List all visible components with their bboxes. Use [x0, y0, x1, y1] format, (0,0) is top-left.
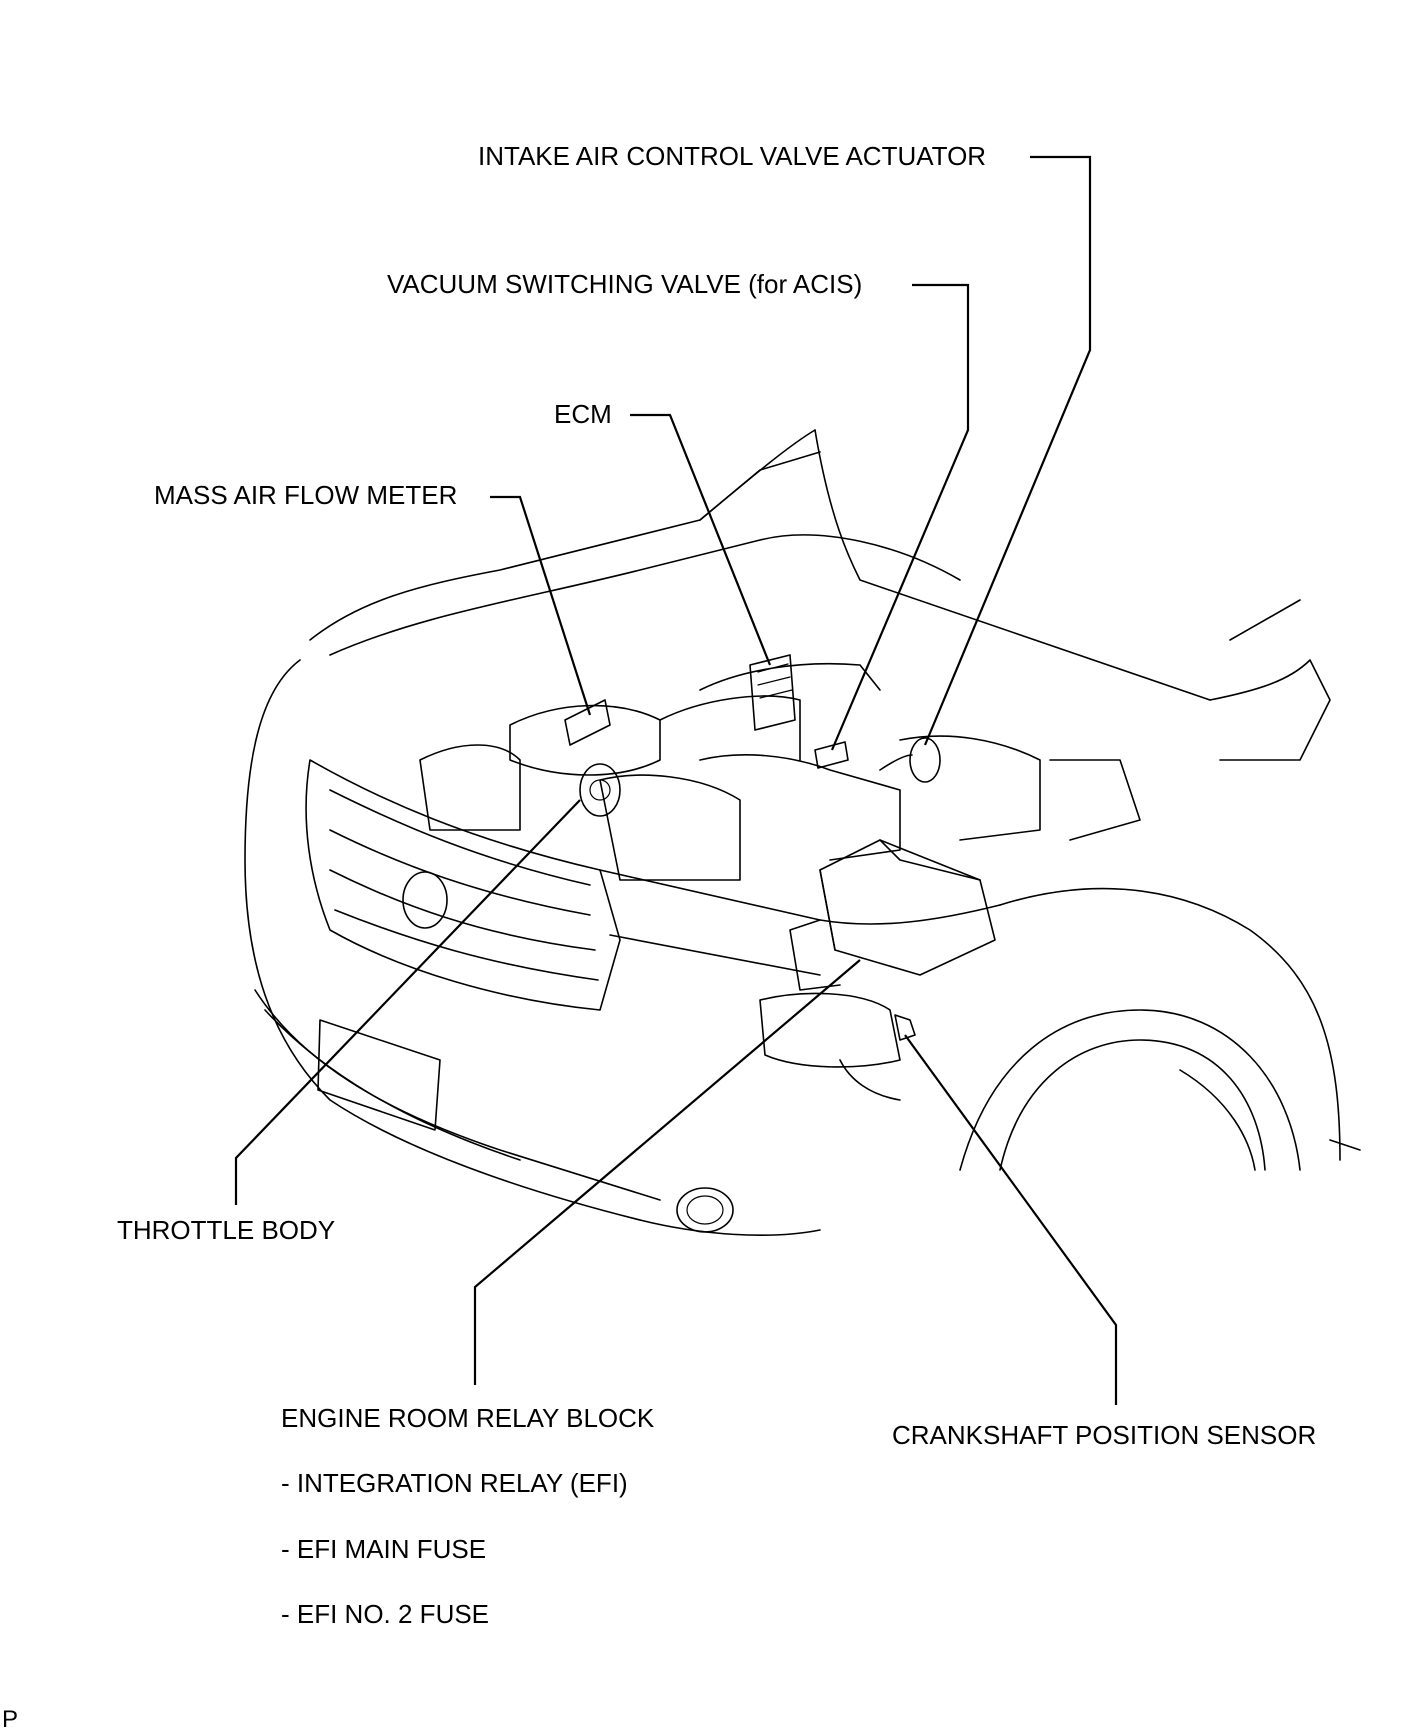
leader-intake-air-control-valve-actuator — [923, 155, 1092, 746]
leader-mass-air-flow-meter — [490, 495, 592, 716]
leader-engine-room-relay-block — [473, 959, 861, 1385]
vehicle-body-outline — [244, 429, 1361, 1237]
label-efi-no2-fuse: - EFI NO. 2 FUSE — [281, 1599, 490, 1629]
leader-lines — [234, 155, 1118, 1405]
label-ecm: ECM — [554, 399, 612, 429]
leader-vacuum-switching-valve — [830, 283, 970, 751]
figure-code: P — [2, 1706, 19, 1733]
label-vacuum-switching-valve: VACUUM SWITCHING VALVE (for ACIS) — [387, 269, 863, 299]
label-efi-main-fuse: - EFI MAIN FUSE — [281, 1534, 487, 1564]
leader-crankshaft-position-sensor — [904, 1034, 1118, 1405]
label-engine-room-relay-block: ENGINE ROOM RELAY BLOCK — [281, 1403, 655, 1433]
leader-ecm — [630, 413, 772, 666]
label-integration-relay: - INTEGRATION RELAY (EFI) — [281, 1468, 628, 1498]
label-throttle-body: THROTTLE BODY — [117, 1215, 336, 1245]
label-mass-air-flow-meter: MASS AIR FLOW METER — [154, 480, 458, 510]
label-intake-air-control-valve-actuator: INTAKE AIR CONTROL VALVE ACTUATOR — [478, 141, 987, 171]
leader-throttle-body — [234, 799, 581, 1205]
label-crankshaft-position-sensor: CRANKSHAFT POSITION SENSOR — [892, 1420, 1317, 1450]
